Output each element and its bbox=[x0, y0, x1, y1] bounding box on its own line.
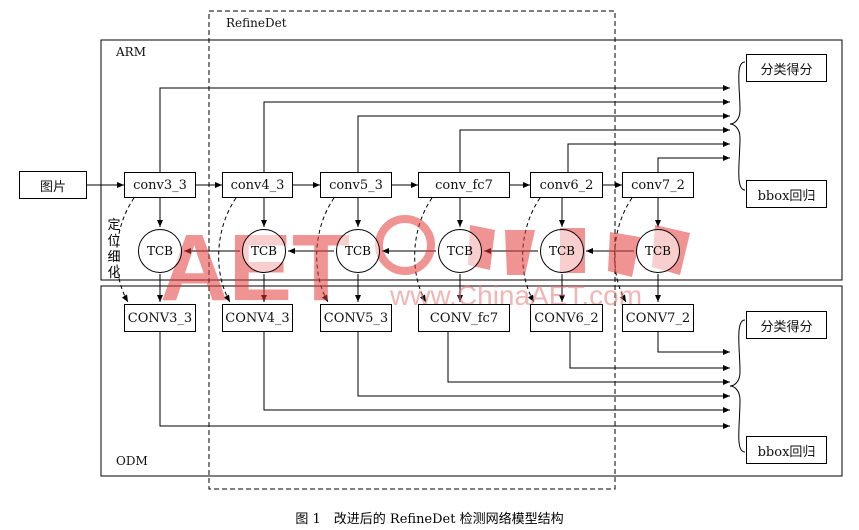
arm-brace bbox=[729, 61, 746, 191]
odm-node: CONV7_2 bbox=[622, 304, 694, 332]
arm-bbox-output: bbox回归 bbox=[746, 180, 827, 208]
tcb-label: TCB bbox=[446, 244, 473, 258]
figure-caption: 图 1 改进后的 RefineDet 检测网络模型结构 bbox=[295, 512, 564, 527]
arm-label: ARM bbox=[116, 45, 146, 59]
tcb-block: TCB bbox=[336, 229, 380, 273]
tcb-block: TCB bbox=[242, 229, 286, 273]
odm-node-label: CONV4_3 bbox=[225, 310, 290, 326]
tcb-label: TCB bbox=[644, 244, 671, 258]
tcb-block: TCB bbox=[138, 229, 182, 273]
odm-node: CONV5_3 bbox=[320, 304, 392, 332]
arm-node-label: conv6_2 bbox=[539, 177, 594, 193]
arm-node-label: conv4_3 bbox=[230, 177, 285, 193]
refine-char: 细 bbox=[107, 250, 121, 265]
odm-node: CONV3_3 bbox=[124, 304, 196, 332]
arm-node-label: conv_fc7 bbox=[435, 177, 493, 193]
odm-node-label: CONV5_3 bbox=[323, 310, 389, 326]
odm-node: CONV4_3 bbox=[222, 304, 293, 332]
odm-bbox-output: bbox回归 bbox=[746, 436, 827, 464]
tcb-block: TCB bbox=[636, 229, 680, 273]
tcb-label: TCB bbox=[146, 244, 173, 258]
input-image-box: 图片 bbox=[19, 171, 87, 199]
odm-node-label: CONV_fc7 bbox=[429, 310, 499, 326]
arm-node: conv6_2 bbox=[530, 172, 603, 198]
arm-node-label: conv7_2 bbox=[631, 177, 685, 193]
odm-label: ODM bbox=[116, 454, 148, 468]
odm-node-label: CONV6_2 bbox=[534, 310, 599, 326]
arm-node: conv_fc7 bbox=[418, 172, 510, 198]
odm-node: CONV_fc7 bbox=[418, 304, 510, 332]
refine-char: 化 bbox=[107, 266, 121, 281]
tcb-label: TCB bbox=[344, 244, 371, 258]
refine-char: 定 bbox=[107, 218, 121, 233]
odm-node-label: CONV7_2 bbox=[625, 310, 691, 326]
odm-node: CONV6_2 bbox=[530, 304, 603, 332]
arm-node-label: conv5_3 bbox=[329, 177, 383, 193]
tcb-block: TCB bbox=[540, 229, 584, 273]
refine-char: 位 bbox=[107, 234, 121, 249]
odm-brace bbox=[729, 319, 746, 453]
arm-node: conv4_3 bbox=[222, 172, 293, 198]
refine-label: 定 位 细 化 bbox=[106, 218, 122, 282]
arm-node: conv5_3 bbox=[320, 172, 392, 198]
frame-label: RefineDet bbox=[226, 16, 287, 30]
tcb-label: TCB bbox=[250, 244, 277, 258]
arm-node-label: conv3_3 bbox=[133, 177, 187, 193]
tcb-label: TCB bbox=[548, 244, 575, 258]
arm-node: conv7_2 bbox=[622, 172, 694, 198]
arm-cls-output: 分类得分 bbox=[746, 54, 827, 82]
odm-cls-output: 分类得分 bbox=[746, 311, 827, 339]
tcb-block: TCB bbox=[438, 229, 482, 273]
odm-node-label: CONV3_3 bbox=[127, 310, 193, 326]
arm-node: conv3_3 bbox=[124, 172, 196, 198]
